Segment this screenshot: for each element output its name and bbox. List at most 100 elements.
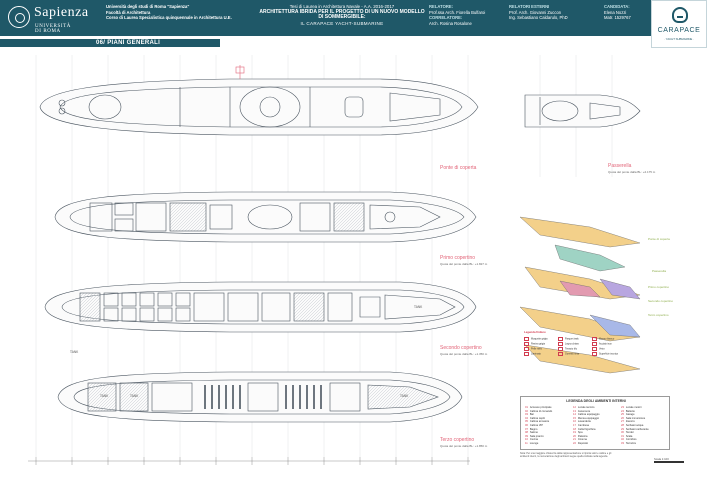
- plan-ponte-di-coperta: [39, 65, 479, 136]
- candidate-name: Elena Nozzi: [604, 9, 627, 15]
- label-sub: Quota del ponte dalla BL: +1.850 m: [440, 444, 488, 448]
- finishes-grid: Moquette grigia Parquet teak Marmo bianc…: [524, 337, 624, 356]
- relatore-label: RELATORE:: [429, 4, 454, 9]
- label-title: Ponte di coperta: [440, 165, 477, 171]
- tank-marker: TANK: [130, 394, 139, 398]
- label-ponte-di-coperta: Ponte di coperta: [440, 165, 476, 171]
- carapace-logo: CARAPACE · YACHT SUBMARINE ·: [651, 0, 707, 48]
- tank-marker: TANK: [100, 394, 109, 398]
- correlatore-label: CORRELATORE:: [429, 15, 463, 21]
- general-plans-drawing: [28, 55, 641, 465]
- label-primo-copertino: Primo copertino Quota del ponte dalla BL…: [440, 255, 487, 266]
- iso-label: Secondo copertino: [648, 299, 674, 303]
- finish-item: Tessuto blu: [558, 347, 590, 351]
- external-name: Ing. Sebastiano Caldarulo, PhD: [509, 15, 568, 21]
- finish-item: Parquet teak: [558, 337, 590, 341]
- finish-item: Legno chiaro: [558, 342, 590, 346]
- finishes-title: Legenda finiture: [524, 330, 546, 334]
- finish-item: Acciaio inox: [592, 342, 624, 346]
- institution-line: Facoltà di Architettura: [106, 9, 151, 15]
- candidate-matricola: Matr. 1529767: [604, 15, 631, 21]
- iso-label: Terzo copertino: [648, 313, 669, 317]
- thesis-info: Tesi di Laurea in Architettura Navale - …: [258, 4, 426, 26]
- finish-item: Vetro: [592, 347, 624, 351]
- plan-primo-copertino: [54, 191, 477, 243]
- label-sub: Quota del ponte dalla BL: +1.827 m: [440, 262, 488, 266]
- thesis-title: ARCHITETTURA IBRIDA PER IL PROGETTO DI U…: [259, 8, 425, 21]
- external-supervisors: RELATORI ESTERNI Prof. Arch. Giovanni Zu…: [509, 4, 599, 21]
- finish-item: Marmo bianco: [592, 337, 624, 341]
- institution-line: Università degli studi di Roma "Sapienza…: [106, 4, 190, 9]
- iso-label: Passerella: [652, 269, 667, 273]
- tank-marker: TANK: [70, 350, 79, 354]
- label-secondo-copertino: Secondo copertino Quota del ponte dalla …: [440, 345, 487, 356]
- carapace-shell-icon: [672, 7, 688, 23]
- label-sub: Quota del ponte dalla BL: +2.175 m: [608, 170, 656, 174]
- thesis-line: Tesi di Laurea in Architettura Navale - …: [289, 4, 395, 9]
- legend-title: LEGENDA DEGLI AMBIENTI INTERNI: [566, 399, 626, 403]
- label-title: Secondo copertino: [440, 345, 482, 351]
- label-title: Terzo copertino: [440, 437, 475, 443]
- finish-item: Superficie tecnica: [592, 352, 624, 356]
- iso-label: Ponte di coperta: [648, 237, 670, 241]
- scale-label: Scala 1:100: [654, 457, 669, 461]
- carapace-tagline: · YACHT SUBMARINE ·: [664, 37, 694, 41]
- thesis-subtitle: IL CARAPACE YACHT-SUBMARINE: [300, 20, 384, 26]
- supervisor-info: RELATORE: Prof.ssa Arch. Fiorella Bulfar…: [429, 4, 509, 26]
- plan-terzo-copertino: [57, 371, 463, 423]
- label-sub: Quota del ponte dalla BL: +1.350 m: [440, 352, 488, 356]
- plan-passerella: [524, 94, 641, 128]
- drawing-sheet: Ponte di coperta Primo copertino Quota d…: [0, 47, 707, 500]
- scale-bar: [654, 461, 684, 463]
- finishes-legend: Legenda finiture Moquette grigia Parquet…: [524, 330, 624, 360]
- external-label: RELATORI ESTERNI: [509, 4, 550, 9]
- candidate-info: CANDIDATA: Elena Nozzi Matr. 1529767: [604, 4, 646, 21]
- finish-item: Laminato: [524, 352, 556, 356]
- drawing-note: Nota: Per una maggiore chiarezza della r…: [520, 452, 612, 459]
- university-sub: UNIVERSITÀ DI ROMA: [35, 24, 71, 34]
- correlatore-name: Arch. Rosina Rosalone: [429, 20, 472, 26]
- finish-item: Resina grigia: [524, 342, 556, 346]
- section-title-bar: 06/ PIANI GENERALI: [0, 39, 220, 47]
- label-terzo-copertino: Terzo copertino Quota del ponte dalla BL…: [440, 437, 487, 448]
- page-title: 06/ PIANI GENERALI: [96, 40, 161, 46]
- university-logo: Sapienza UNIVERSITÀ DI ROMA: [8, 4, 88, 34]
- candidate-label: CANDIDATA:: [604, 4, 630, 9]
- label-title: Primo copertino: [440, 255, 476, 261]
- plan-secondo-copertino: [44, 281, 477, 333]
- label-title: Passerella: [608, 163, 632, 169]
- tank-marker: TANK: [400, 394, 409, 398]
